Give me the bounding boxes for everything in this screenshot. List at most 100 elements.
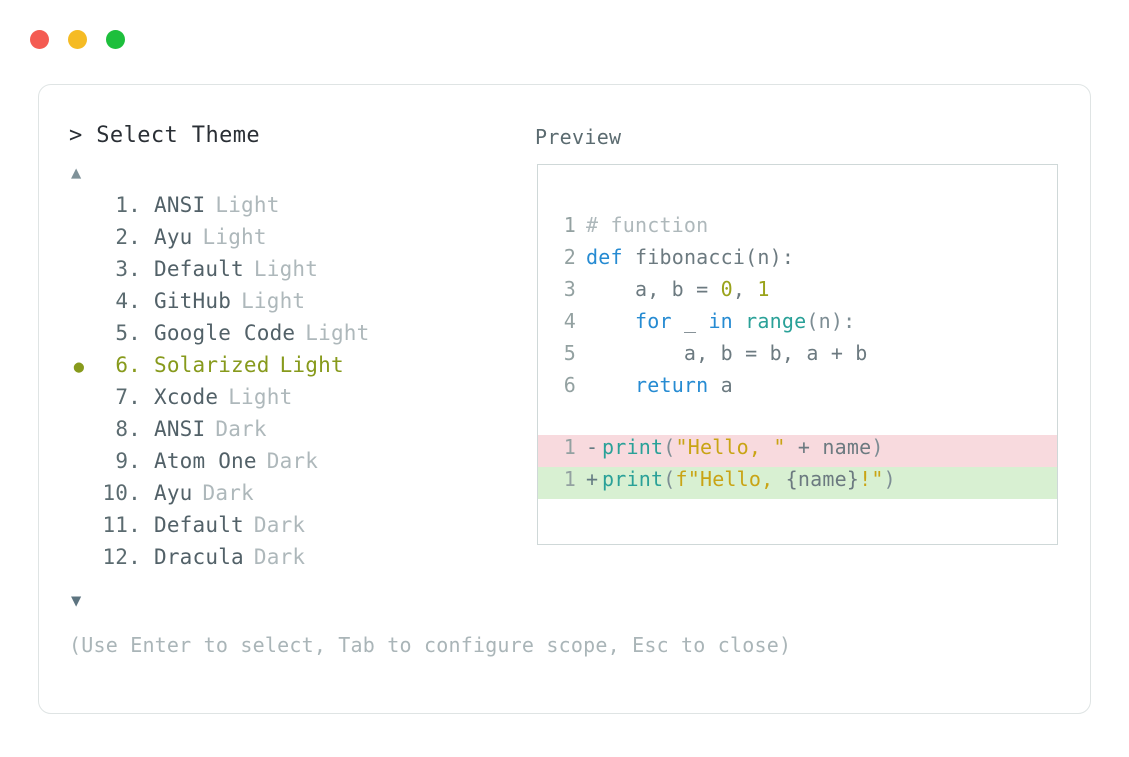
theme-list-item[interactable]: 1. ANSI Light (65, 193, 535, 225)
theme-item-variant: Light (241, 289, 306, 313)
theme-list-item[interactable]: 7. Xcode Light (65, 385, 535, 417)
code-token: 1 (757, 277, 770, 301)
code-token: ) (883, 467, 896, 491)
theme-item-number: 4. (115, 289, 141, 313)
code-token: def (586, 245, 623, 269)
selected-bullet-icon: ● (73, 357, 85, 377)
code-line-number: 6 (563, 373, 576, 397)
theme-item-name: Xcode (154, 385, 219, 409)
theme-item-variant: Dark (215, 417, 267, 441)
theme-item-number: 6. (115, 353, 141, 377)
theme-item-variant: Light (279, 353, 344, 377)
theme-item-number: 10. (102, 481, 141, 505)
code-token: "Hello, " (675, 435, 786, 459)
diff-line-removed: 1-print("Hello, " + name) (538, 435, 1057, 467)
theme-item-number: 5. (115, 321, 141, 345)
code-token: for (634, 309, 672, 333)
code-token: in (708, 309, 733, 333)
code-token: a, b = (586, 277, 721, 301)
minimize-button[interactable] (68, 30, 87, 49)
code-token: # function (586, 213, 709, 237)
code-line-text: return a (586, 373, 733, 397)
page-title: > Select Theme (69, 123, 261, 148)
keyboard-hint: (Use Enter to select, Tab to configure s… (69, 633, 792, 657)
code-token: !" (859, 467, 884, 491)
code-token: (n): (806, 309, 856, 333)
theme-list-item[interactable]: 4. GitHub Light (65, 289, 535, 321)
code-line: 4 for _ in range(n): (538, 309, 1057, 341)
code-line-number: 1 (563, 467, 576, 491)
theme-item-number: 12. (102, 545, 141, 569)
diff-block: 1-print("Hello, " + name)1+print(f"Hello… (538, 435, 1057, 499)
code-line: 1# function (538, 213, 1057, 245)
diff-sign: - (586, 435, 599, 459)
theme-item-number: 9. (115, 449, 141, 473)
code-token: 0 (720, 277, 733, 301)
theme-item-number: 7. (115, 385, 141, 409)
code-token (586, 373, 635, 397)
theme-item-number: 3. (115, 257, 141, 281)
code-token: + name (785, 435, 872, 459)
code-token: print (602, 435, 664, 459)
close-button[interactable] (30, 30, 49, 49)
preview-label: Preview (535, 125, 622, 149)
code-line-number: 5 (563, 341, 576, 365)
theme-item-variant: Dark (253, 513, 306, 537)
code-token: f"Hello, (675, 467, 786, 491)
code-line: 5 a, b = b, a + b (538, 341, 1057, 373)
theme-item-name: Ayu (154, 481, 193, 505)
code-token: a (708, 373, 733, 397)
theme-item-name: Default (154, 513, 244, 537)
theme-item-number: 1. (115, 193, 141, 217)
code-token: fibonacci(n): (622, 245, 795, 269)
code-line-text: a, b = b, a + b (586, 341, 868, 365)
code-line-text: print(f"Hello, {name}!") (602, 467, 896, 491)
code-line-text: a, b = 0, 1 (586, 277, 770, 301)
theme-item-variant: Light (215, 193, 280, 217)
theme-list-item[interactable]: 11. Default Dark (65, 513, 535, 545)
diff-sign: + (586, 467, 599, 491)
code-token: {name} (785, 467, 860, 491)
code-token: print (602, 467, 664, 491)
theme-item-name: Dracula (154, 545, 244, 569)
theme-item-name: Google Code (154, 321, 296, 345)
code-token: ) (871, 435, 884, 459)
theme-item-number: 8. (115, 417, 141, 441)
code-token: ( (663, 467, 676, 491)
theme-item-name: ANSI (154, 193, 206, 217)
theme-item-variant: Light (228, 385, 293, 409)
theme-item-number: 11. (102, 513, 141, 537)
theme-item-name: GitHub (154, 289, 232, 313)
code-line-text: def fibonacci(n): (586, 245, 794, 269)
code-line-text: # function (586, 213, 708, 237)
theme-item-name: Atom One (154, 449, 257, 473)
code-token: range (745, 309, 807, 333)
code-token: a, b = b, a + b (586, 341, 868, 365)
code-line-text: print("Hello, " + name) (602, 435, 884, 459)
scroll-up-icon[interactable]: ▲ (71, 163, 82, 183)
maximize-button[interactable] (106, 30, 125, 49)
code-token: ( (663, 435, 676, 459)
window-titlebar (30, 30, 125, 49)
code-spacer (538, 405, 1057, 435)
theme-item-number: 2. (115, 225, 141, 249)
code-token: return (634, 373, 709, 397)
scroll-down-icon[interactable]: ▼ (71, 591, 82, 611)
theme-item-name: Ayu (154, 225, 193, 249)
